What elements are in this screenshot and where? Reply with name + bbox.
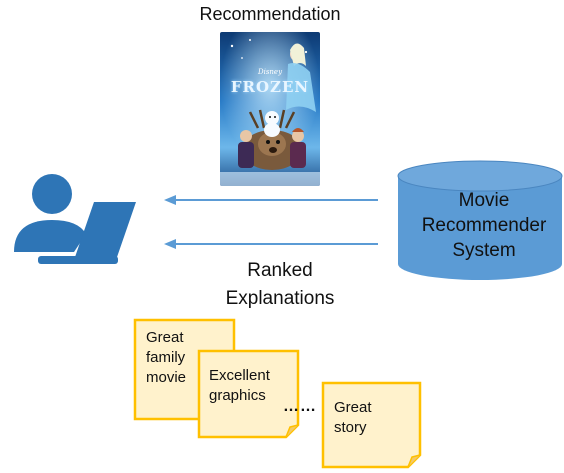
note-3-line2: story xyxy=(334,419,367,436)
note-1-line2: family xyxy=(146,349,186,366)
recommendation-label: Recommendation xyxy=(199,4,341,24)
explanations-label-line1: Ranked xyxy=(247,260,313,281)
system-label-line2: Recommender xyxy=(421,215,547,236)
arrows-to-user xyxy=(164,195,378,249)
note-1-line1: Great xyxy=(146,329,184,346)
note-3-text: Great story xyxy=(334,398,372,438)
explanations-label-line2: Explanations xyxy=(225,288,335,309)
note-1-text: Great family movie xyxy=(146,328,186,388)
user-at-laptop-icon xyxy=(14,174,136,264)
system-label-line1: Movie xyxy=(458,190,510,211)
arrow-recommendation-head xyxy=(164,195,176,205)
database-cylinder-icon xyxy=(397,160,563,280)
note-1-line3: movie xyxy=(146,369,187,386)
note-excellent-graphics xyxy=(197,349,300,439)
note-2-line2: graphics xyxy=(209,387,266,404)
poster-studio-text: Disney xyxy=(257,68,283,76)
movie-poster: Disney FROZEN xyxy=(220,32,320,186)
ellipsis: …… xyxy=(283,398,317,415)
poster-art xyxy=(220,32,320,186)
arrow-explanations-head xyxy=(164,239,176,249)
note-great-story xyxy=(321,381,422,469)
note-2-text: Excellent graphics xyxy=(209,366,270,406)
note-3-line1: Great xyxy=(334,399,372,416)
explanations-label: Ranked Explanations xyxy=(180,257,380,313)
system-label-line3: System xyxy=(452,240,516,261)
system-label: Movie Recommender System xyxy=(404,188,564,263)
explanation-notes xyxy=(133,318,422,469)
note-2-line1: Excellent xyxy=(209,367,270,384)
poster-title-text: FROZEN xyxy=(230,78,310,96)
